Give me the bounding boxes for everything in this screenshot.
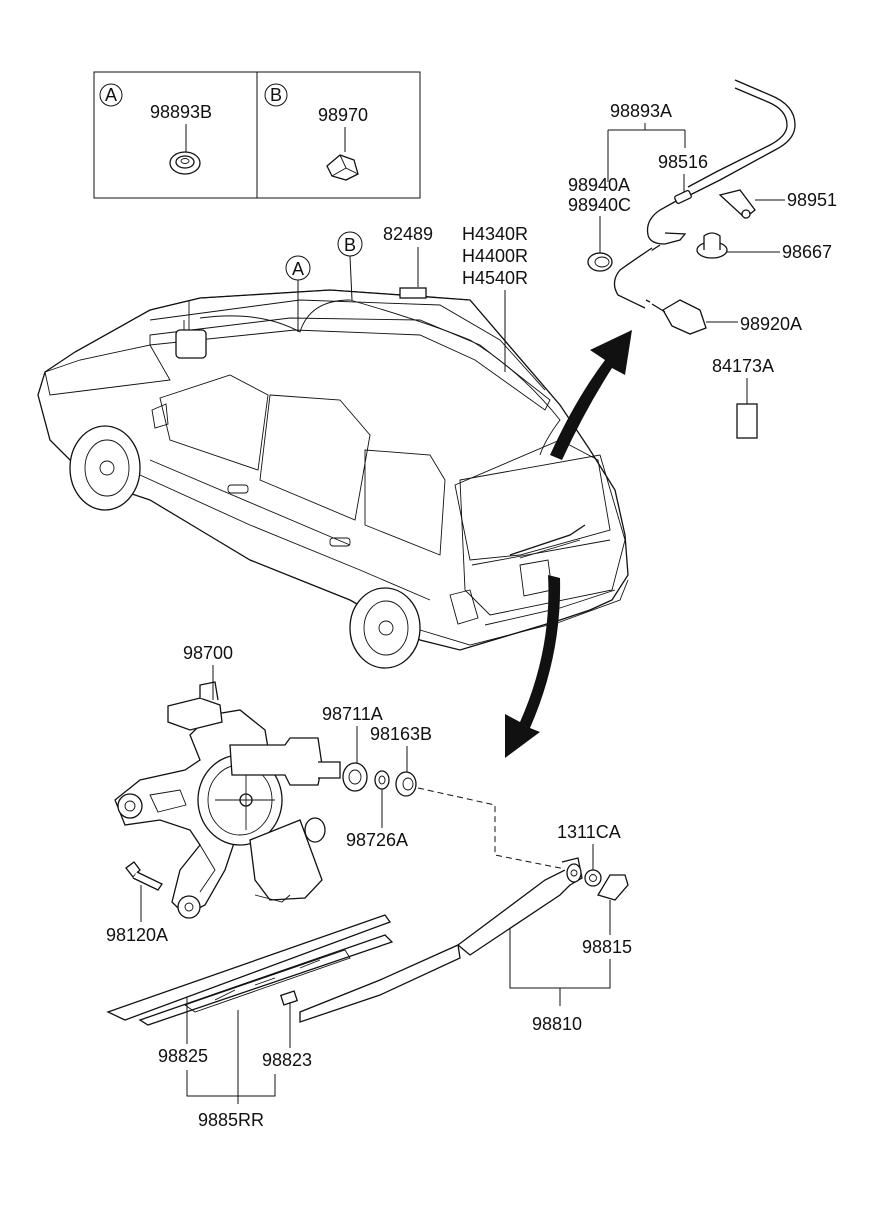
- label-98815: 98815: [582, 937, 632, 957]
- vehicle-icon: [37, 289, 629, 669]
- grommet-icon-98667: [696, 232, 728, 259]
- label-98951: 98951: [787, 190, 837, 210]
- wiper-blade-icon: [106, 914, 394, 1026]
- label-98163b: 98163B: [370, 724, 432, 744]
- callout-a-on-car: A: [285, 255, 311, 332]
- clip-icon: [326, 154, 359, 181]
- label-h4400r: H4400R: [462, 246, 528, 266]
- label-84173a: 84173A: [712, 356, 774, 376]
- seal-98711a-icon: [342, 762, 368, 792]
- label-98940a: 98940A: [568, 175, 630, 195]
- pointer-arrow-icon: [550, 330, 632, 460]
- front-wheel-icon: [69, 425, 141, 511]
- label-98970: 98970: [318, 105, 368, 125]
- inset-b: B 98970: [264, 83, 368, 181]
- inset-b-letter: B: [270, 85, 282, 105]
- wiper-arm-icon: [299, 857, 583, 1023]
- label-98825: 98825: [158, 1046, 208, 1066]
- callout-b-on-car: B: [337, 231, 363, 301]
- label-98700: 98700: [183, 643, 233, 663]
- clip-98823-icon: [279, 990, 299, 1006]
- label-98711a: 98711A: [322, 704, 383, 724]
- label-98893b: 98893B: [150, 102, 212, 122]
- bolt-98120a-icon: [125, 861, 163, 891]
- callout-a-text: A: [292, 259, 304, 279]
- arm-cap-98815-icon: [597, 874, 629, 901]
- label-98516: 98516: [658, 152, 708, 172]
- rear-wheel-icon: [349, 587, 421, 669]
- inset-a: A 98893B: [99, 83, 212, 175]
- label-9885rr: 9885RR: [198, 1110, 264, 1130]
- cap-98163b-icon: [395, 771, 417, 797]
- grommet-icon: [169, 151, 201, 175]
- grommet-icon-98940: [587, 252, 613, 272]
- label-98940c: 98940C: [568, 195, 631, 215]
- callout-circle-b: [264, 83, 288, 107]
- label-h4340r: H4340R: [462, 224, 528, 244]
- label-plate-icon: [736, 403, 758, 439]
- inset-a-letter: A: [105, 85, 117, 105]
- callout-b-text: B: [344, 235, 356, 255]
- inset-box: A 98893B B 98970: [93, 71, 421, 199]
- label-98667: 98667: [782, 242, 832, 262]
- label-tag-icon: [399, 287, 427, 299]
- pointer-arrow-icon-2: [505, 575, 561, 758]
- washer-hose-assembly: [587, 79, 796, 439]
- label-98810: 98810: [532, 1014, 582, 1034]
- washer-98726a-icon: [374, 770, 390, 790]
- label-h4540r: H4540R: [462, 268, 528, 288]
- label-98920a: 98920A: [740, 314, 802, 334]
- label-98823: 98823: [262, 1050, 312, 1070]
- callout-circle-a: [99, 83, 123, 107]
- nut-1311ca-icon: [584, 869, 602, 887]
- label-98726a: 98726A: [346, 830, 408, 850]
- label-1311ca: 1311CA: [557, 822, 621, 842]
- washer-reservoir-icon: [175, 300, 207, 359]
- washer-nozzle-icon: [651, 299, 707, 335]
- label-98893a: 98893A: [610, 101, 672, 121]
- label-82489: 82489: [383, 224, 433, 244]
- label-98120a: 98120A: [106, 925, 168, 945]
